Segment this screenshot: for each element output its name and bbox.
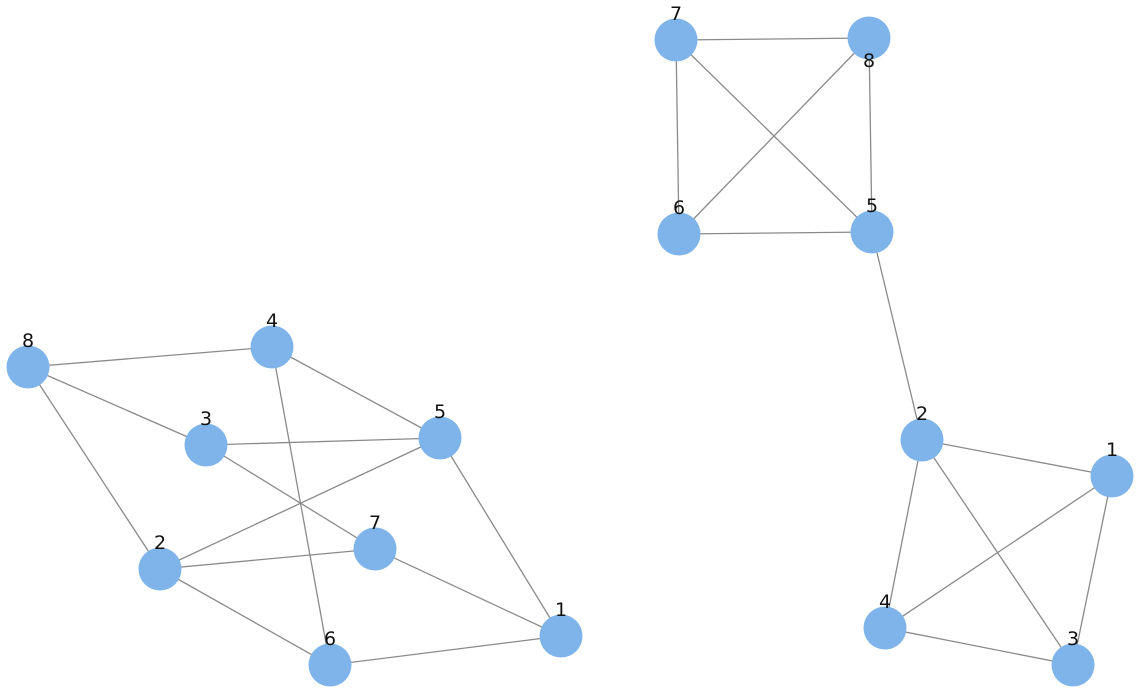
node-label: 3 bbox=[200, 408, 212, 430]
left-graph-node-5[interactable]: 5 bbox=[418, 401, 462, 460]
right-graph-edge-1-3 bbox=[1072, 475, 1113, 666]
node-label: 2 bbox=[916, 403, 928, 425]
node-label: 5 bbox=[866, 195, 878, 217]
node-circle[interactable] bbox=[847, 16, 891, 60]
left-graph-edge-4-6 bbox=[271, 346, 331, 666]
right-graph-edge-2-4 bbox=[884, 439, 923, 629]
node-circle[interactable] bbox=[353, 527, 397, 571]
node-circle[interactable] bbox=[418, 416, 462, 460]
nodes-layer: 1 2 3 4 5 6 7 8 1 2 3 4 5 6 7 8 bbox=[6, 3, 1134, 687]
right-graph-node-7[interactable]: 7 bbox=[654, 3, 698, 62]
node-label: 5 bbox=[434, 401, 446, 423]
node-circle[interactable] bbox=[138, 547, 182, 591]
left-graph-edge-2-6 bbox=[159, 568, 331, 666]
node-circle[interactable] bbox=[6, 345, 50, 389]
left-graph-edge-8-2 bbox=[27, 366, 161, 570]
left-graph-node-2[interactable]: 2 bbox=[138, 532, 182, 591]
node-label: 1 bbox=[1106, 439, 1118, 461]
left-graph-node-7[interactable]: 7 bbox=[353, 512, 397, 571]
node-circle[interactable] bbox=[1051, 643, 1095, 687]
edges-layer bbox=[27, 37, 1113, 666]
right-graph-node-8[interactable]: 8 bbox=[847, 16, 891, 73]
node-circle[interactable] bbox=[657, 212, 701, 256]
left-graph-edge-5-2 bbox=[159, 437, 441, 570]
right-graph-edge-6-5 bbox=[678, 231, 873, 235]
left-graph-node-4[interactable]: 4 bbox=[250, 310, 294, 369]
right-graph-edge-7-6 bbox=[675, 39, 680, 235]
node-circle[interactable] bbox=[539, 614, 583, 658]
node-circle[interactable] bbox=[863, 606, 907, 650]
right-graph-node-2[interactable]: 2 bbox=[900, 403, 944, 462]
node-label: 3 bbox=[1067, 628, 1079, 650]
left-graph-node-1[interactable]: 1 bbox=[539, 599, 583, 658]
node-label: 2 bbox=[154, 532, 166, 554]
left-graph-edge-3-7 bbox=[205, 444, 376, 550]
node-label: 7 bbox=[670, 3, 682, 25]
left-graph-node-3[interactable]: 3 bbox=[184, 408, 228, 467]
node-label: 6 bbox=[324, 628, 336, 650]
right-graph-edge-5-2 bbox=[871, 231, 923, 441]
left-graph-node-8[interactable]: 8 bbox=[6, 330, 50, 389]
right-graph-edge-7-8 bbox=[675, 37, 870, 41]
node-circle[interactable] bbox=[184, 423, 228, 467]
node-label: 1 bbox=[555, 599, 567, 621]
node-circle[interactable] bbox=[1090, 454, 1134, 498]
node-circle[interactable] bbox=[654, 18, 698, 62]
right-graph-edge-2-1 bbox=[921, 439, 1113, 477]
node-circle[interactable] bbox=[250, 325, 294, 369]
node-label: 8 bbox=[22, 330, 34, 352]
left-graph-edge-2-7 bbox=[159, 548, 376, 570]
left-graph-edge-7-1 bbox=[374, 548, 562, 637]
node-label: 8 bbox=[863, 50, 875, 72]
left-graph-edge-6-1 bbox=[329, 635, 562, 666]
left-graph-edge-5-1 bbox=[439, 437, 562, 637]
node-label: 4 bbox=[266, 310, 278, 332]
right-graph-edge-4-3 bbox=[884, 627, 1074, 666]
right-graph-node-5[interactable]: 5 bbox=[850, 195, 894, 254]
right-graph-edge-1-4 bbox=[884, 475, 1113, 629]
left-graph-node-6[interactable]: 6 bbox=[308, 628, 352, 687]
right-graph-edge-8-6 bbox=[678, 37, 870, 235]
right-graph-edge-8-5 bbox=[868, 37, 873, 233]
right-graph-node-1[interactable]: 1 bbox=[1090, 439, 1134, 498]
right-graph-node-4[interactable]: 4 bbox=[863, 591, 907, 650]
node-circle[interactable] bbox=[308, 643, 352, 687]
node-label: 7 bbox=[369, 512, 381, 534]
right-graph-node-3[interactable]: 3 bbox=[1051, 628, 1095, 687]
node-circle[interactable] bbox=[850, 210, 894, 254]
left-graph-edge-3-5 bbox=[205, 437, 441, 446]
left-graph-edge-8-4 bbox=[27, 346, 273, 368]
node-circle[interactable] bbox=[900, 418, 944, 462]
left-graph-edge-4-5 bbox=[271, 346, 441, 439]
node-label: 6 bbox=[673, 197, 685, 219]
left-graph-edge-8-3 bbox=[27, 366, 207, 446]
node-label: 4 bbox=[879, 591, 891, 613]
right-graph-node-6[interactable]: 6 bbox=[657, 197, 701, 256]
